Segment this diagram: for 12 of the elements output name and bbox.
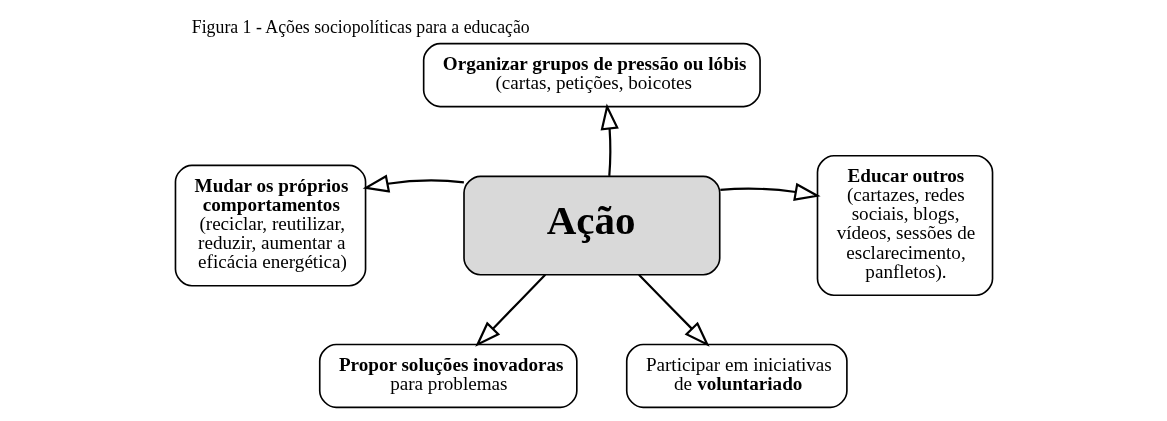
arrow <box>719 182 821 201</box>
arrow <box>637 274 710 347</box>
node-box: Organizar grupos de pressão ou lóbis (cartas, petições, boicotes <box>422 42 761 108</box>
diagram-title: Figura 1 - Ações sociopolíticas para a educação <box>191 17 530 38</box>
node-box: Propor soluções inovadoras para problemas <box>318 343 578 409</box>
arrow <box>474 274 546 347</box>
arrow <box>362 174 464 193</box>
node-box: Ação <box>462 175 721 276</box>
node-box: Mudar os próprios comportamentos (reciclar, reutilizar, reduzir, aumentar a eficácia energética) <box>174 164 366 287</box>
node-box: Educar outros (cartazes, redes sociais, blogs, vídeos, sessões de esclarecimento, panfletos). <box>816 155 993 297</box>
node-box: Participar em iniciativas de voluntariado <box>625 343 848 409</box>
arrow <box>600 103 619 177</box>
